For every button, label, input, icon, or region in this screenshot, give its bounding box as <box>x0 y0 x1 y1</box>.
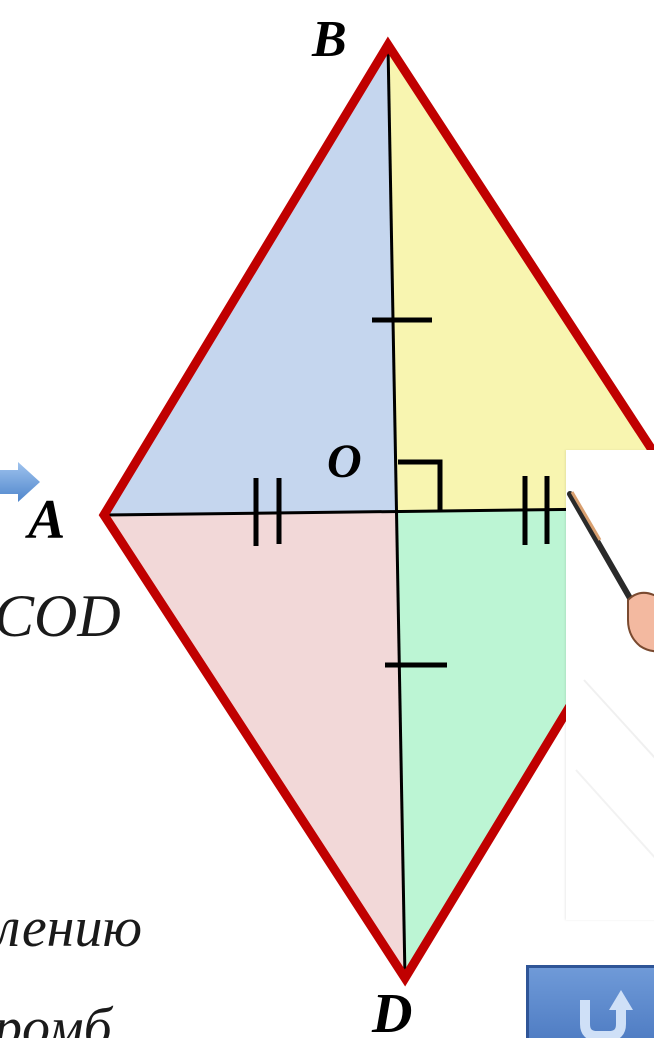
right-angle-mark <box>398 459 443 510</box>
vertex-label-b: B <box>312 11 347 68</box>
triangle-bco <box>388 45 654 512</box>
vertex-label-a: A <box>28 489 66 551</box>
text-fragment-deleniyu: лению <box>0 897 142 959</box>
return-button[interactable] <box>526 965 654 1038</box>
hand-pointer-icon <box>567 491 654 859</box>
pointer-picture <box>566 450 654 920</box>
right-arrow-icon[interactable] <box>0 462 40 502</box>
vertex-label-o: O <box>327 435 362 488</box>
rhombus-outline <box>98 36 654 987</box>
text-fragment-cod: COD <box>0 583 121 649</box>
text-fragment-romb: ромб <box>0 997 112 1038</box>
return-arrow-icon <box>580 990 633 1038</box>
vertex-label-d: D <box>372 983 413 1038</box>
